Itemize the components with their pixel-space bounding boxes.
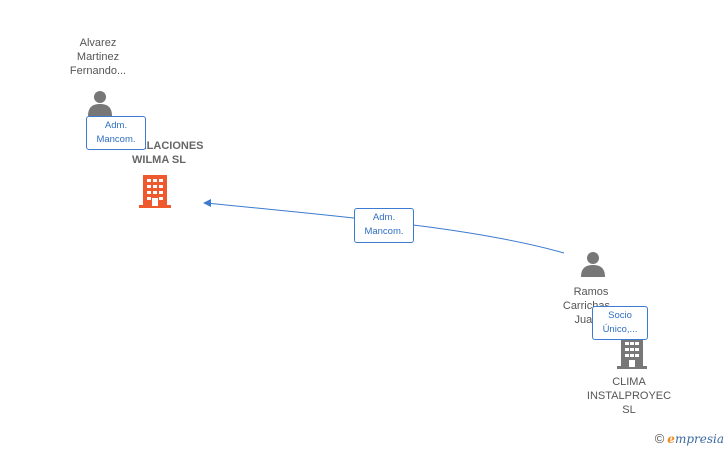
role-line: Mancom. (96, 134, 136, 145)
role-line: Adm. (104, 120, 128, 131)
person-name-line: Ramos (573, 286, 609, 298)
role-badge-ramos-clima[interactable]: Socio Único,... (592, 306, 648, 340)
person-alvarez-label[interactable]: Alvarez Martinez Fernando... (58, 36, 138, 78)
role-badge-ramos-main[interactable]: Adm. Mancom. (354, 208, 414, 243)
company-name-line: SL (622, 404, 636, 416)
person-icon[interactable] (86, 89, 114, 117)
role-line: Adm. (372, 212, 396, 223)
building-icon[interactable] (617, 337, 647, 369)
person-name-line: Fernando... (69, 65, 127, 77)
brand-logo: empresia (667, 432, 724, 446)
empresia-watermark: © empresia (655, 431, 724, 446)
brand-rest: mpresia (674, 431, 724, 446)
role-line: Único,... (602, 324, 638, 335)
building-icon[interactable] (139, 174, 171, 208)
company-clima-label[interactable]: CLIMA INSTALPROYEC SL (580, 375, 678, 417)
edge-arrowhead-icon (203, 199, 211, 207)
role-line: Mancom. (364, 226, 404, 237)
person-name-line: Martinez (76, 51, 120, 63)
company-name-line: INSTALPROYEC (586, 390, 672, 402)
role-badge-alvarez[interactable]: Adm. Mancom. (86, 116, 146, 150)
person-icon[interactable] (579, 250, 607, 278)
copyright-icon: © (654, 431, 665, 446)
person-name-line: Alvarez (79, 37, 117, 49)
brand-e: e (667, 431, 675, 446)
company-name-line: WILMA SL (132, 154, 186, 166)
role-line: Socio (608, 310, 632, 321)
company-name-line: CLIMA (612, 376, 646, 388)
